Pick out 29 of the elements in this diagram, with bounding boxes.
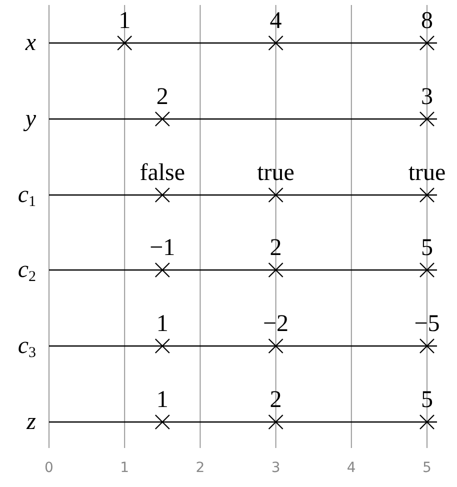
value-label: −5 [414, 311, 440, 338]
signal-name: c$_{2}$ [16, 257, 36, 286]
axis-tick-label: 2 [196, 460, 205, 476]
value-label: −1 [150, 235, 176, 262]
value-label: false [140, 160, 186, 187]
value-label: 4 [270, 8, 282, 35]
signal-name: c$_{1}$ [16, 182, 36, 211]
signal-name: x [24, 30, 36, 57]
value-label: 1 [156, 387, 168, 414]
value-label: 8 [421, 8, 433, 35]
axis-tick-label: 4 [346, 460, 356, 476]
value-label: true [257, 160, 294, 187]
value-label: 5 [421, 387, 433, 414]
axis-tick-label: 0 [44, 460, 54, 476]
value-label: 2 [156, 84, 168, 111]
value-label: 1 [156, 311, 168, 338]
axis-tick-label: 5 [422, 460, 432, 476]
signal-name: y [22, 106, 36, 133]
value-label: −2 [263, 311, 289, 338]
value-label: 2 [270, 387, 282, 414]
value-label: true [408, 160, 446, 187]
value-label: 1 [118, 8, 131, 35]
value-label: 3 [421, 84, 433, 111]
value-label: 2 [270, 235, 282, 262]
axis-tick-label: 1 [120, 460, 130, 476]
value-label: 5 [421, 235, 433, 262]
axis-tick-label: 3 [271, 460, 280, 476]
signal-name: z [25, 409, 36, 436]
signal-name: c$_{3}$ [16, 333, 36, 362]
